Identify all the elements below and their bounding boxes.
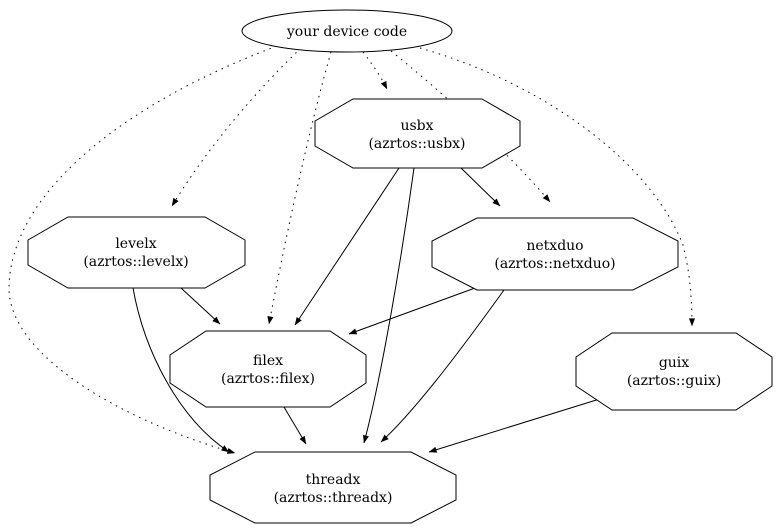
edge-device-usbx — [362, 51, 388, 90]
netxduo-name: netxduo — [526, 238, 583, 254]
levelx-octagon — [27, 216, 246, 289]
node-usbx: usbx (azrtos::usbx) — [314, 98, 521, 169]
usbx-name: usbx — [400, 118, 433, 134]
node-levelx: levelx (azrtos::levelx) — [27, 216, 246, 289]
node-netxduo: netxduo (azrtos::netxduo) — [431, 217, 679, 291]
node-guix: guix (azrtos::guix) — [575, 332, 773, 411]
levelx-crate: (azrtos::levelx) — [83, 254, 188, 270]
device-ellipse — [241, 9, 453, 53]
edge-usbx-filex — [294, 167, 400, 326]
edge-usbx-netxduo — [460, 167, 501, 207]
edge-device-levelx — [171, 47, 302, 207]
edge-filex-threadx — [283, 406, 307, 445]
edge-netxduo-filex — [348, 283, 487, 335]
edge-usbx-threadx — [363, 167, 415, 444]
netxduo-octagon — [431, 217, 679, 291]
usbx-octagon — [314, 98, 521, 169]
levelx-name: levelx — [115, 236, 156, 252]
guix-crate: (azrtos::guix) — [627, 373, 721, 389]
filex-name: filex — [253, 353, 283, 369]
edge-device-filex — [267, 51, 332, 325]
threadx-crate: (azrtos::threadx) — [274, 490, 393, 506]
node-device: your device code — [241, 9, 453, 53]
edge-device-guix — [419, 47, 696, 327]
guix-name: guix — [659, 355, 689, 371]
threadx-name: threadx — [306, 472, 361, 488]
edge-guix-threadx — [428, 396, 607, 453]
node-filex: filex (azrtos::filex) — [169, 330, 367, 408]
filex-crate: (azrtos::filex) — [221, 371, 315, 387]
node-threadx: threadx (azrtos::threadx) — [209, 451, 457, 524]
edge-levelx-threadx — [132, 287, 230, 453]
guix-octagon — [575, 332, 773, 411]
netxduo-crate: (azrtos::netxduo) — [494, 256, 615, 272]
device-label: your device code — [286, 24, 407, 40]
usbx-crate: (azrtos::usbx) — [368, 136, 465, 152]
threadx-octagon — [209, 451, 457, 524]
edge-netxduo-threadx — [380, 289, 505, 443]
edge-device-threadx — [8, 45, 278, 454]
filex-octagon — [169, 330, 367, 408]
edge-levelx-filex — [180, 287, 221, 325]
